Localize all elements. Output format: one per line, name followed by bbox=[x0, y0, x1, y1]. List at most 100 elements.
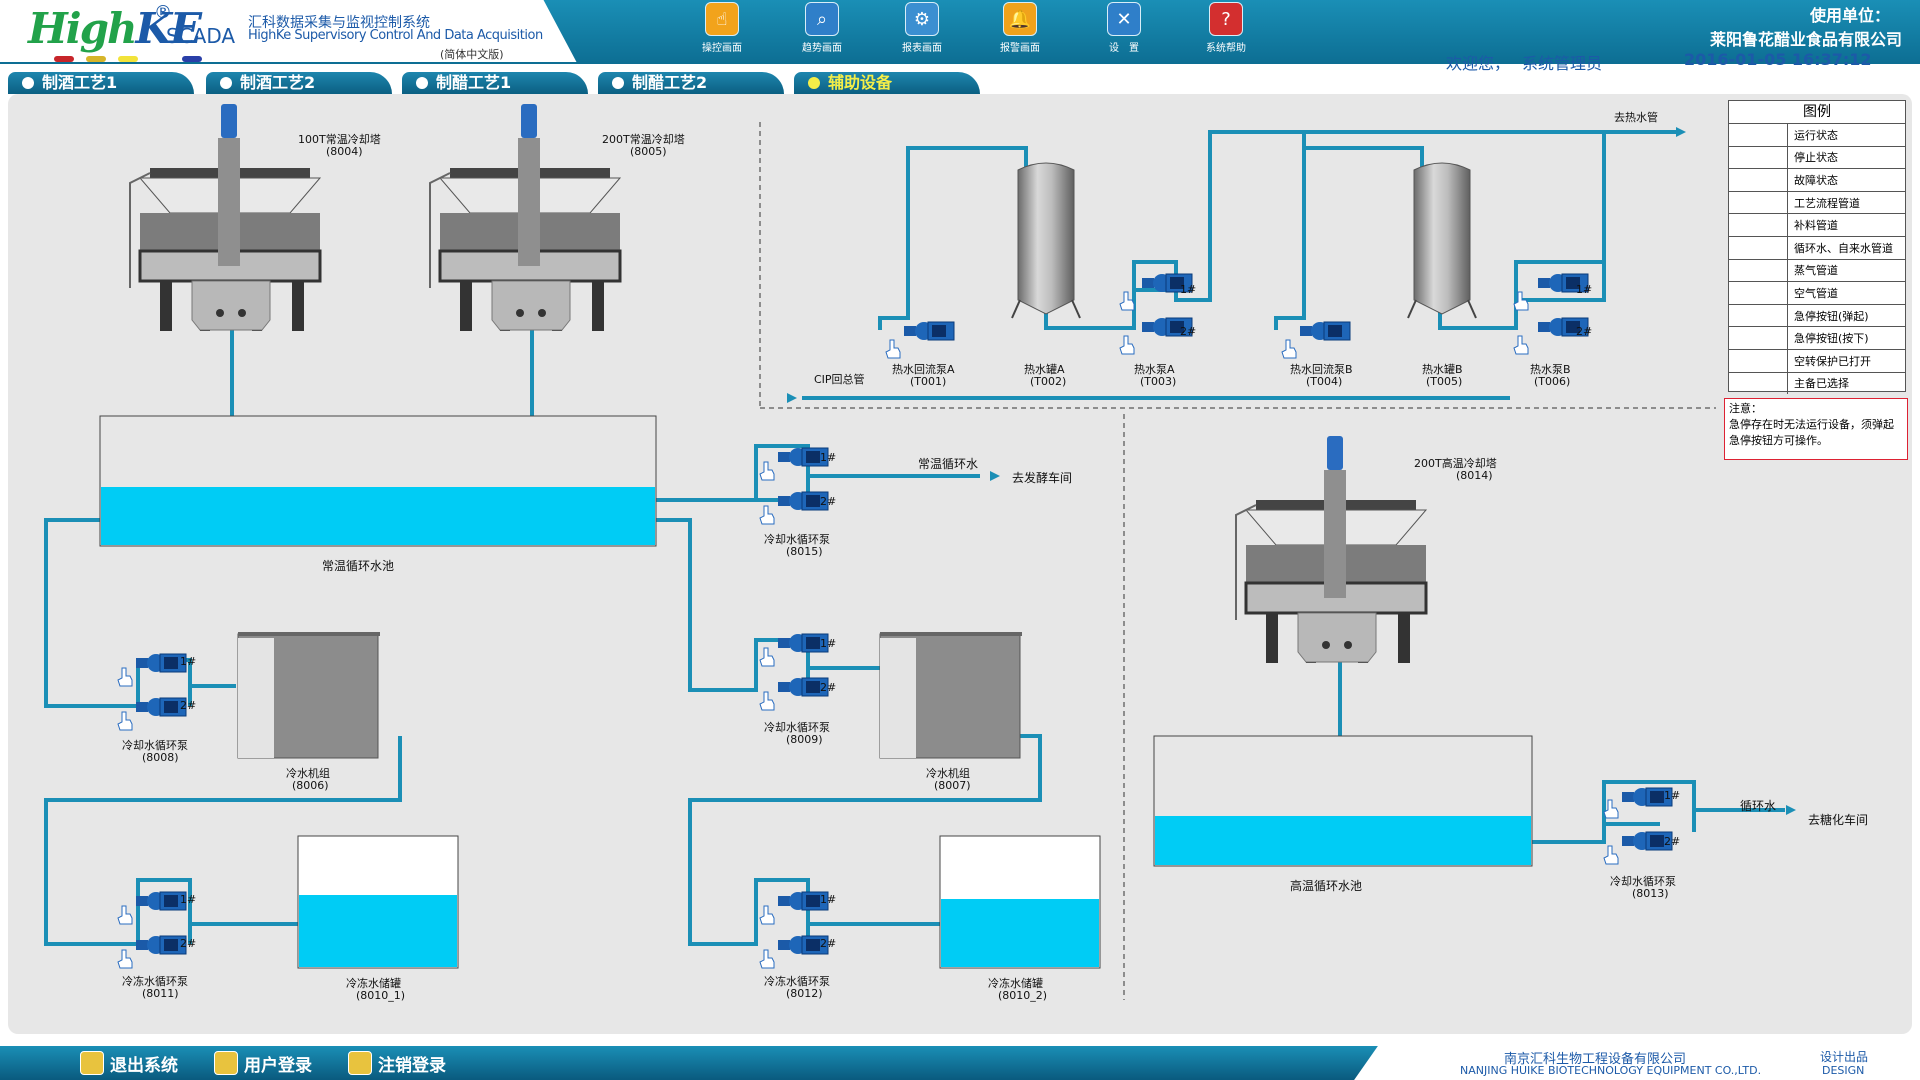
tab-label: 辅助设备 bbox=[828, 73, 893, 92]
cooling-tower-8005 bbox=[428, 102, 622, 333]
tower-8014-code: (8014) bbox=[1456, 469, 1493, 482]
toolbar-label: 报表画面 bbox=[902, 43, 942, 54]
pump-8009-no1: 1# bbox=[820, 637, 837, 650]
design-label-cn: 设计出品 bbox=[1820, 1050, 1869, 1064]
toolbar-control-button[interactable]: ☝操控画面 bbox=[692, 0, 752, 54]
chiller-8007-code: (8007) bbox=[934, 779, 971, 792]
chiller-8007-name: 冷水机组 bbox=[926, 767, 970, 780]
hot-return-a-code: (T001) bbox=[910, 375, 947, 388]
tab-bullet-icon bbox=[416, 77, 428, 89]
logo-registered: ® bbox=[154, 2, 172, 23]
legend-title: 图例 bbox=[1729, 101, 1905, 124]
tank-8010-1-water bbox=[299, 895, 457, 967]
tank-8010-2-code: (8010_2) bbox=[998, 989, 1048, 1002]
legend-row: 补料管道 bbox=[1729, 214, 1905, 237]
legend-label: 运行状态 bbox=[1794, 128, 1838, 142]
legend-label: 空转保护已打开 bbox=[1794, 354, 1871, 368]
legend-panel: 图例 运行状态 停止状态 故障状态 工艺流程管道 补料管道 循环水、自来水管道 … bbox=[1728, 100, 1906, 395]
alarm-bell-icon: 🔔 bbox=[1003, 2, 1037, 36]
tab-wine-process-2[interactable]: 制酒工艺2 bbox=[206, 72, 392, 94]
toolbar-trend-button[interactable]: ⌕ 趋势画面 bbox=[792, 0, 852, 54]
system-version: (简体中文版) bbox=[440, 48, 504, 61]
pump-8009-name: 冷却水循环泵 bbox=[764, 721, 830, 734]
pool-normal-label: 常温循环水池 bbox=[322, 559, 395, 573]
circ-water-label: 循环水 bbox=[1740, 799, 1777, 813]
pump-8009-no2: 2# bbox=[820, 681, 837, 694]
to-hot-label: 去热水管 bbox=[1614, 111, 1658, 124]
exit-system-button[interactable]: 退出系统 bbox=[80, 1050, 178, 1076]
tab-label: 制醋工艺1 bbox=[436, 73, 512, 92]
brand-dot-gold bbox=[86, 56, 106, 62]
legend-row: 空转保护已打开 bbox=[1729, 349, 1905, 373]
highke-logo: HighKE bbox=[28, 4, 202, 53]
tower-8005-name: 200T常温冷却塔 bbox=[602, 133, 685, 146]
toolbar-label: 系统帮助 bbox=[1206, 43, 1246, 54]
tower-8005-code: (8005) bbox=[630, 145, 667, 158]
tab-wine-process-1[interactable]: 制酒工艺1 bbox=[8, 72, 194, 94]
logout-label: 注销登录 bbox=[378, 1055, 446, 1076]
brand-dot-blue bbox=[182, 56, 202, 62]
pump-8008-code: (8008) bbox=[142, 751, 179, 764]
tab-bullet-icon bbox=[220, 77, 232, 89]
chiller-8006-name: 冷水机组 bbox=[286, 767, 330, 780]
hot-tank-b-code: (T005) bbox=[1426, 375, 1463, 388]
pump-8015-code: (8015) bbox=[786, 545, 823, 558]
water-pipes-hot bbox=[802, 130, 1676, 400]
tank-8010-2-name: 冷冻水储罐 bbox=[988, 977, 1043, 990]
legend-row: 蒸气管道 bbox=[1729, 259, 1905, 283]
toolbar-alarm-button[interactable]: 🔔 报警画面 bbox=[990, 0, 1050, 54]
report-icon: ⚙ bbox=[905, 2, 939, 36]
tab-auxiliary-equipment[interactable]: 辅助设备 bbox=[794, 72, 980, 94]
unit-name: 莱阳鲁花醋业食品有限公司 bbox=[1709, 30, 1902, 49]
tab-bullet-icon bbox=[808, 77, 820, 89]
pump-8015-no1: 1# bbox=[820, 451, 837, 464]
tower-8004-code: (8004) bbox=[326, 145, 363, 158]
cip-label: CIP回总管 bbox=[814, 373, 865, 386]
pool-high-water bbox=[1155, 816, 1531, 865]
pump-8008-no2: 2# bbox=[180, 699, 197, 712]
tab-label: 制酒工艺1 bbox=[42, 73, 118, 92]
hot-tank-b-name: 热水罐B bbox=[1422, 363, 1463, 376]
login-icon bbox=[214, 1051, 238, 1075]
pump-8012-no2: 2# bbox=[820, 937, 837, 950]
legend-label: 补料管道 bbox=[1794, 219, 1838, 233]
pump-8009-code: (8009) bbox=[786, 733, 823, 746]
toolbar-help-button[interactable]: ? 系统帮助 bbox=[1196, 0, 1256, 54]
pump-8012-code: (8012) bbox=[786, 987, 823, 1000]
toolbar-label: 报警画面 bbox=[1000, 43, 1040, 54]
hot-tank-a-name: 热水罐A bbox=[1024, 363, 1065, 376]
note-text: 急停存在时无法运行设备，须弹起急停按钮方可操作。 bbox=[1729, 418, 1894, 447]
tab-vinegar-process-2[interactable]: 制醋工艺2 bbox=[598, 72, 784, 94]
tab-vinegar-process-1[interactable]: 制醋工艺1 bbox=[402, 72, 588, 94]
datetime: 2016-01-05 16:37:12 bbox=[1684, 50, 1872, 69]
toolbar-settings-button[interactable]: ✕设 置 bbox=[1094, 0, 1154, 54]
hot-return-a-name: 热水回流泵A bbox=[892, 363, 955, 376]
welcome-text: 欢迎您， bbox=[1446, 54, 1511, 73]
pump-8011-no1: 1# bbox=[180, 893, 197, 906]
pump-8012-no1: 1# bbox=[820, 893, 837, 906]
cooling-tower-8014 bbox=[1234, 434, 1428, 665]
logout-button[interactable]: 注销登录 bbox=[348, 1050, 446, 1076]
brand-dot-yellow bbox=[118, 56, 138, 62]
toolbar-label: 趋势画面 bbox=[802, 43, 842, 54]
tank-8010-1-name: 冷冻水储罐 bbox=[346, 977, 401, 990]
footer-company-area bbox=[1390, 1046, 1920, 1080]
user-login-button[interactable]: 用户登录 bbox=[214, 1050, 312, 1076]
company-name-en: NANJING HUIKE BIOTECHNOLOGY EQUIPMENT CO… bbox=[1460, 1064, 1762, 1077]
settings-icon: ✕ bbox=[1107, 2, 1141, 36]
pump-8008-no1: 1# bbox=[180, 655, 197, 668]
legend-label: 循环水、自来水管道 bbox=[1794, 241, 1893, 255]
toolbar-report-button[interactable]: ⚙ 报表画面 bbox=[892, 0, 952, 54]
trend-icon: ⌕ bbox=[805, 2, 839, 36]
pump-8013-name: 冷却水循环泵 bbox=[1610, 875, 1676, 888]
cooling-tower-8004 bbox=[128, 102, 322, 333]
legend-row: 工艺流程管道 bbox=[1729, 191, 1905, 215]
help-icon: ? bbox=[1209, 2, 1243, 36]
legend-row: 空气管道 bbox=[1729, 282, 1905, 305]
hot-pump-a-no1: 1# bbox=[1180, 283, 1197, 296]
hot-pump-b-no1: 1# bbox=[1576, 283, 1593, 296]
exit-label: 退出系统 bbox=[110, 1055, 178, 1076]
system-title-cn: 汇科数据采集与监视控制系统 bbox=[248, 15, 430, 31]
hot-pump-a-name: 热水泵A bbox=[1134, 363, 1175, 376]
